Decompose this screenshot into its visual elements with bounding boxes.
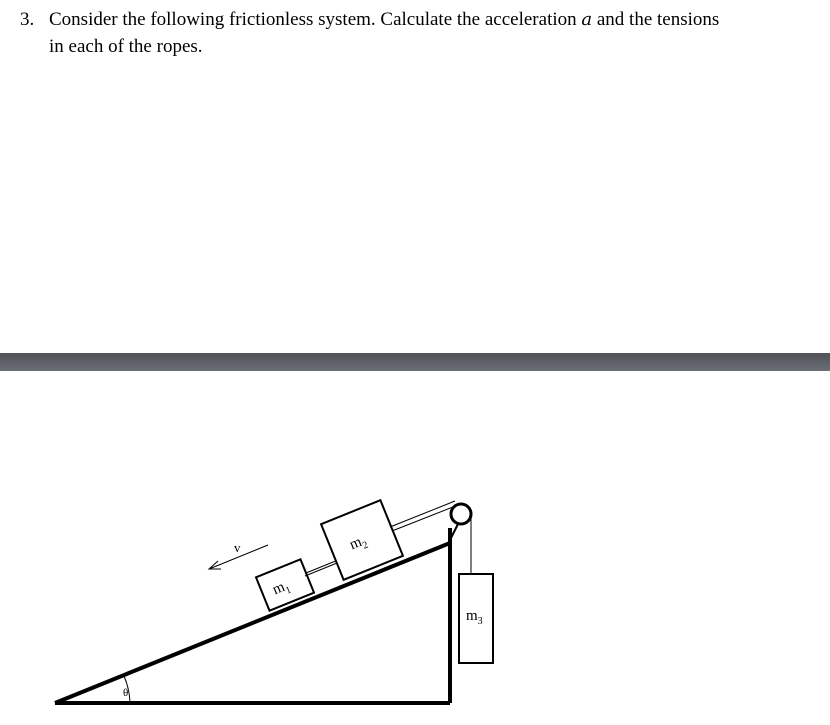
- rope-m2-pulley: [389, 500, 456, 528]
- rope-m1-m2: [304, 560, 343, 577]
- velocity-arrow-line: [208, 544, 269, 570]
- incline-surface: [54, 541, 451, 705]
- acceleration-variable: a: [581, 9, 593, 30]
- page-divider-bar: [0, 353, 830, 371]
- problem-number: 3.: [20, 9, 35, 30]
- problem-statement: 3. Consider the following frictionless s…: [20, 6, 820, 60]
- block-m1: m1: [254, 558, 316, 612]
- velocity-arrow: [207, 544, 269, 570]
- velocity-arrow-head: [207, 560, 221, 570]
- block-m2-box: [319, 498, 405, 582]
- block-m1-box: [254, 558, 316, 612]
- velocity-label: v: [234, 540, 241, 555]
- angle-label: θ: [123, 687, 128, 699]
- pulley-wheel: [449, 502, 473, 526]
- problem-text-line1-after: and the tensions: [592, 9, 720, 30]
- incline-triangle: [54, 528, 452, 705]
- block-m3-label: m3: [466, 608, 483, 627]
- block-m3: [458, 573, 494, 664]
- problem-text-line2: in each of the ropes.: [49, 36, 203, 57]
- problem-text: Consider the following frictionless syst…: [49, 6, 820, 60]
- block-m2: m2: [319, 498, 405, 582]
- angle-arc: [123, 675, 131, 704]
- problem-text-line1-before: Consider the following frictionless syst…: [49, 9, 582, 30]
- rope-m2-pulley-line: [391, 504, 459, 532]
